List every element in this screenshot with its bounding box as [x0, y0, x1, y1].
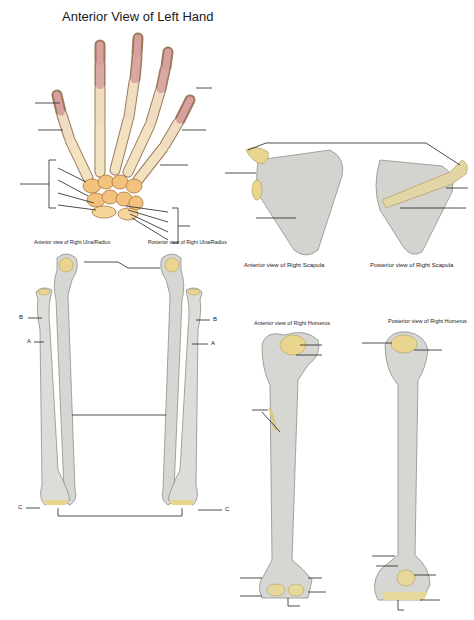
scapula-leader-lines — [400, 188, 468, 208]
forearm-leader-lines — [26, 262, 222, 516]
humerus-posterior — [374, 332, 430, 600]
hand-bones — [137, 38, 138, 54]
hand-bones — [57, 95, 88, 178]
hand-bones — [135, 57, 137, 79]
hand-bones — [96, 65, 104, 85]
view-caption: Anterior view of Right Humerus — [254, 320, 330, 326]
scapula-posterior — [376, 160, 467, 254]
forearm-leader-lines — [58, 508, 182, 516]
hand-leader-lines — [58, 168, 96, 210]
humerus-leader-lines — [252, 345, 322, 432]
scapula-anterior — [252, 180, 262, 200]
humerus-anterior — [267, 584, 285, 596]
hand-bones — [165, 123, 178, 145]
hand-bones — [96, 88, 105, 119]
carpal-bones — [118, 208, 138, 220]
hand-bones — [100, 57, 165, 89]
radius-ulna-anterior — [38, 289, 50, 295]
scapula-leader-lines — [225, 173, 296, 218]
forearm-leader-lines — [26, 508, 222, 510]
scapula-leader-lines — [225, 143, 468, 218]
hand-bones — [138, 148, 163, 180]
carpal-bones — [102, 190, 118, 204]
humerus-posterior — [374, 332, 430, 600]
part-letter: C — [18, 504, 22, 511]
radius-ulna-anterior — [59, 258, 73, 272]
hand-leader-lines — [35, 103, 63, 130]
humerus-leader-lines — [240, 578, 326, 606]
radius-ulna-anterior — [44, 500, 68, 505]
view-caption: Anterior view of Right Ulna/Radius — [34, 240, 110, 246]
scapula-anterior — [257, 150, 343, 255]
humerus-anterior — [288, 584, 304, 596]
part-letter: B — [213, 316, 217, 323]
hand-bones — [166, 52, 168, 67]
hand-bones — [180, 100, 190, 120]
part-letter: C — [225, 506, 229, 513]
humerus-posterior — [391, 335, 417, 353]
hand-bones — [62, 115, 69, 137]
hand-bones — [57, 38, 190, 120]
humerus-anterior — [259, 332, 318, 598]
carpal-bones — [92, 206, 116, 218]
forearm-leader-lines — [84, 262, 160, 268]
part-letter: B — [19, 314, 23, 321]
carpal-bones — [83, 175, 143, 220]
view-caption: Posterior view of Right Scapula — [370, 262, 453, 269]
humerus-anterior — [259, 332, 318, 598]
hand-leader-lines — [160, 88, 212, 165]
humerus-leader-lines — [362, 343, 442, 610]
forearm-leader-lines — [72, 415, 166, 416]
view-caption: Anterior view of Right Scapula — [244, 262, 324, 269]
hand-leader-lines — [126, 206, 168, 240]
panel-title: Anterior View of Left Hand — [62, 10, 214, 24]
hand-bones — [70, 120, 163, 180]
humerus-posterior — [397, 570, 415, 586]
radius-ulna-posterior — [161, 254, 202, 505]
hand-bones — [57, 38, 190, 180]
carpal-bones — [112, 175, 128, 189]
scapula-anterior — [246, 147, 268, 164]
hand-bones — [96, 122, 105, 172]
hand-bones — [129, 82, 134, 117]
scapula-posterior — [382, 160, 467, 208]
view-caption: Posterior view of Right Ulna/Radius — [148, 240, 227, 246]
forearm-leader-lines — [192, 320, 210, 344]
hand-bones — [57, 95, 61, 112]
radius-ulna-anterior — [36, 288, 70, 505]
hand-bones — [95, 45, 106, 172]
part-letter: A — [27, 338, 31, 345]
humerus-posterior — [382, 592, 428, 600]
hand-bones — [115, 120, 128, 170]
carpal-bones — [126, 179, 142, 193]
radius-ulna-anterior — [36, 254, 77, 505]
hand-bones — [57, 38, 190, 180]
hand-bones — [161, 70, 165, 89]
hand-leader-lines — [20, 160, 56, 208]
hand-bones — [70, 140, 88, 178]
hand-leader-lines — [172, 208, 190, 243]
radius-ulna-posterior — [161, 254, 202, 505]
humerus-leader-lines — [240, 343, 442, 610]
scapula-leader-lines — [248, 143, 460, 165]
hand-leader-lines — [20, 88, 212, 243]
view-caption: Posterior view of Right Humerus — [388, 318, 467, 324]
scapula-anterior — [246, 147, 343, 255]
part-letter: A — [211, 340, 215, 347]
hand-bones — [151, 92, 160, 122]
hand-bones — [97, 45, 104, 62]
